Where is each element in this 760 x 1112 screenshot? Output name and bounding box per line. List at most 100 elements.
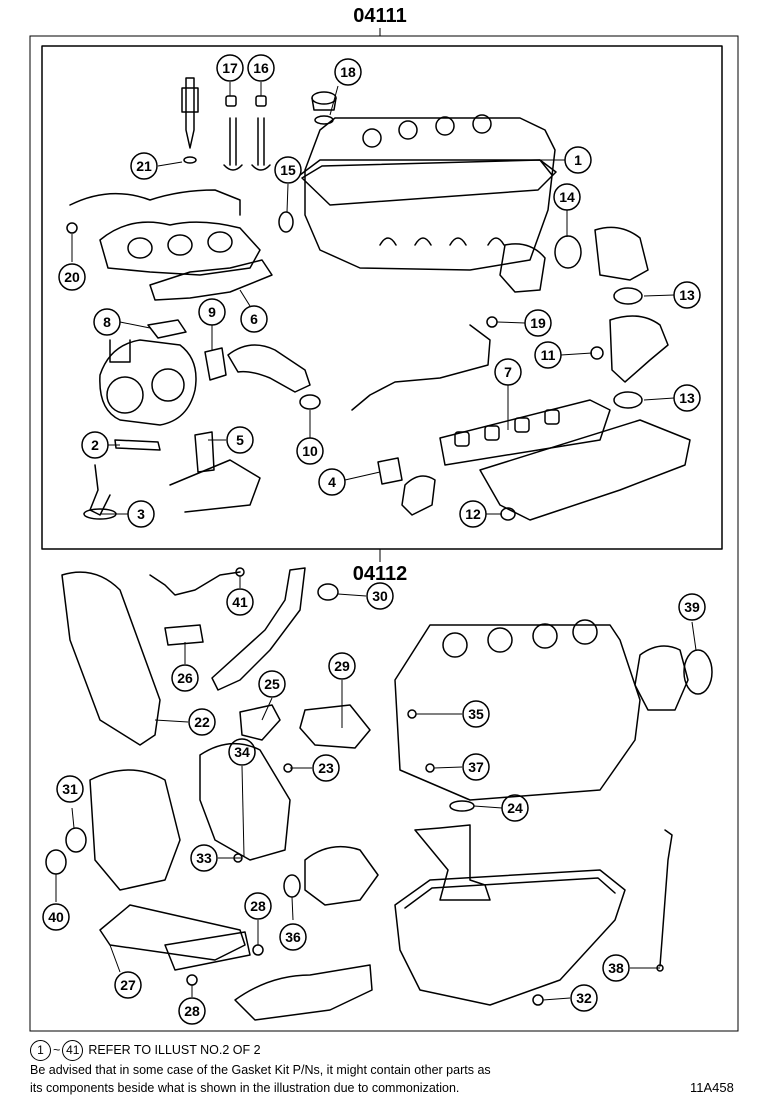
svg-text:28: 28 xyxy=(250,898,266,914)
callout-36: 36 xyxy=(279,923,307,951)
svg-text:24: 24 xyxy=(507,800,523,816)
callout-14: 14 xyxy=(553,183,581,211)
oil-seal-10-drawing xyxy=(299,394,321,410)
turbocharger-drawing xyxy=(99,339,197,426)
svg-text:39: 39 xyxy=(684,599,700,615)
svg-text:13: 13 xyxy=(679,287,695,303)
cylinder-head-drawing xyxy=(299,114,556,271)
callout-7: 7 xyxy=(494,358,522,386)
gasket-25-drawing xyxy=(239,704,281,741)
callout-17: 17 xyxy=(216,54,244,82)
water-outlet-gasket-drawing xyxy=(377,457,403,485)
oil-pump-drawing xyxy=(89,769,181,891)
svg-text:41: 41 xyxy=(232,594,248,610)
callout-15: 15 xyxy=(274,156,302,184)
svg-text:26: 26 xyxy=(177,670,193,686)
callout-13a: 13 xyxy=(673,281,701,309)
svg-text:16: 16 xyxy=(253,60,269,76)
water-pipe-drawing xyxy=(211,567,306,691)
oil-seal-30-drawing xyxy=(317,583,339,601)
washer-20-drawing xyxy=(66,222,78,234)
svg-text:36: 36 xyxy=(285,929,301,945)
gasket-26-drawing xyxy=(164,624,204,646)
svg-text:5: 5 xyxy=(236,432,244,448)
callout-31: 31 xyxy=(56,775,84,803)
svg-text:32: 32 xyxy=(576,990,592,1006)
svg-text:17: 17 xyxy=(222,60,238,76)
callout-41: 41 xyxy=(226,588,254,616)
plug-seal-15-drawing xyxy=(278,211,294,233)
svg-text:23: 23 xyxy=(318,760,334,776)
callout-27: 27 xyxy=(114,971,142,999)
water-pump-housing-drawing xyxy=(499,243,546,293)
gasket-11-drawing xyxy=(590,346,604,360)
water-outlet-drawing xyxy=(401,475,436,516)
svg-text:21: 21 xyxy=(136,158,152,174)
callout-37: 37 xyxy=(462,753,490,781)
callout-12: 12 xyxy=(459,500,487,528)
o-ring-36-drawing xyxy=(283,874,301,898)
injector-drawing xyxy=(181,77,199,164)
callout-24: 24 xyxy=(501,794,529,822)
gasket-13b-drawing xyxy=(613,391,643,409)
callout-6: 6 xyxy=(240,305,268,333)
egr-pipe-drawing xyxy=(169,459,261,513)
svg-text:3: 3 xyxy=(137,506,145,522)
oil-seal-31-drawing xyxy=(65,827,87,853)
svg-text:6: 6 xyxy=(250,311,258,327)
callout-28b: 28 xyxy=(178,997,206,1025)
gasket-29-drawing xyxy=(299,704,371,749)
plug-37-drawing xyxy=(425,763,435,773)
gasket-2-drawing xyxy=(114,439,161,451)
assembly-code-lower: 04112 xyxy=(353,563,408,585)
svg-text:28: 28 xyxy=(184,1003,200,1019)
gasket-24-drawing xyxy=(449,800,475,812)
svg-text:34: 34 xyxy=(234,744,250,760)
callout-34: 34 xyxy=(228,738,256,766)
svg-text:1: 1 xyxy=(574,152,582,168)
svg-text:35: 35 xyxy=(468,706,484,722)
exhaust-pipe-drawing xyxy=(89,464,111,516)
oil-seal-40-drawing xyxy=(45,849,67,875)
gasket-14-drawing xyxy=(554,235,582,269)
rear-seal-retainer-drawing xyxy=(634,645,689,711)
callout-range-note: 1 ~ 41 REFER TO ILLUST NO.2 OF 2 xyxy=(30,1040,261,1061)
washer-19-drawing xyxy=(486,316,498,328)
oil-pipe-drawing xyxy=(149,571,241,596)
svg-text:9: 9 xyxy=(208,304,216,320)
svg-text:37: 37 xyxy=(468,759,484,775)
svg-text:10: 10 xyxy=(302,443,318,459)
callout-39: 39 xyxy=(678,593,706,621)
range-separator: ~ xyxy=(53,1043,61,1057)
gasket-5-drawing xyxy=(194,431,215,473)
head-cover-gasket-drawing xyxy=(301,159,557,206)
cylinder-block-drawing xyxy=(394,619,641,801)
injection-pump-drawing xyxy=(304,845,379,906)
callout-4: 4 xyxy=(318,468,346,496)
callout-23: 23 xyxy=(312,754,340,782)
callout-28a: 28 xyxy=(244,892,272,920)
valves-drawing xyxy=(223,95,271,171)
intake-pipe-drawing xyxy=(227,344,311,393)
callout-2: 2 xyxy=(81,431,109,459)
svg-text:13: 13 xyxy=(679,390,695,406)
oil-cooler-gasket-drawing xyxy=(99,904,246,961)
footnote-line-2: its components beside what is shown in t… xyxy=(30,1081,460,1095)
callout-22: 22 xyxy=(188,708,216,736)
plug-35-drawing xyxy=(407,709,417,719)
exhaust-manifold-drawing xyxy=(69,189,261,276)
callout-29: 29 xyxy=(328,652,356,680)
range-text: REFER TO ILLUST NO.2 OF 2 xyxy=(88,1043,261,1057)
svg-text:33: 33 xyxy=(196,850,212,866)
callout-16: 16 xyxy=(247,54,275,82)
callout-3: 3 xyxy=(127,500,155,528)
range-start-badge: 1 xyxy=(30,1040,51,1061)
callout-21: 21 xyxy=(130,152,158,180)
gasket-28b-drawing xyxy=(186,974,198,986)
callout-20: 20 xyxy=(58,263,86,291)
svg-text:8: 8 xyxy=(103,314,111,330)
svg-text:30: 30 xyxy=(372,588,388,604)
callout-8: 8 xyxy=(93,308,121,336)
svg-text:29: 29 xyxy=(334,658,350,674)
exhaust-manifold-gasket-drawing xyxy=(149,259,273,301)
